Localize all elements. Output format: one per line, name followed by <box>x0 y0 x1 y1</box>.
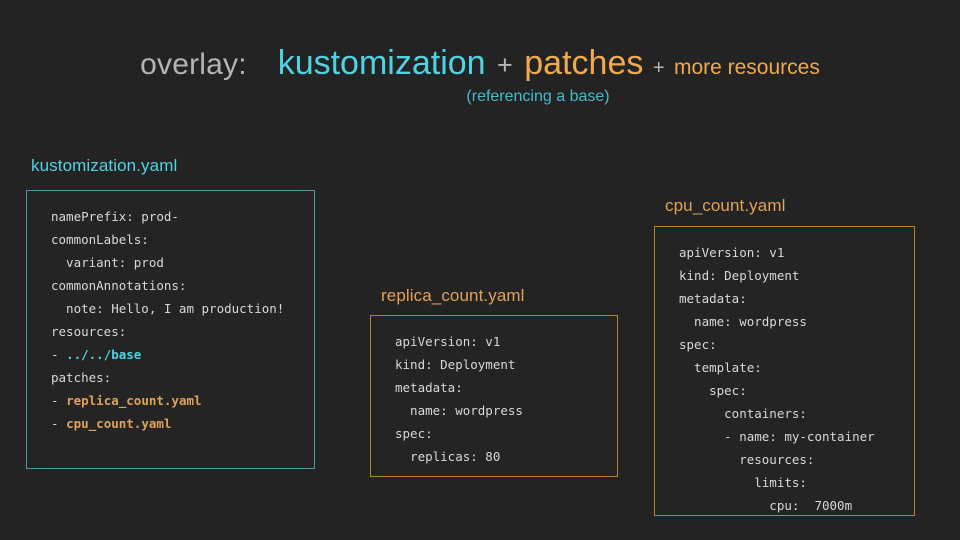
slide-heading: overlay: kustomization + patches + more … <box>0 46 960 106</box>
file-label-replica-count-yaml: replica_count.yaml <box>381 286 525 305</box>
code-token: kind: Deployment <box>679 268 800 283</box>
file-label-kustomization-yaml: kustomization.yaml <box>31 156 178 175</box>
code-token: spec: <box>679 337 717 352</box>
code-line: name: wordpress <box>679 310 898 333</box>
code-token: - <box>51 416 67 431</box>
code-line: limits: <box>679 471 898 494</box>
code-line: patches: <box>51 366 298 389</box>
code-line: metadata: <box>679 287 898 310</box>
heading-prefix: overlay: <box>140 48 247 81</box>
code-token: limits: <box>679 475 807 490</box>
code-token: ../../base <box>66 347 142 362</box>
heading-subtitle: (referencing a base) <box>466 88 610 105</box>
code-token: apiVersion: v1 <box>679 245 785 260</box>
code-line: spec: <box>679 379 898 402</box>
heading-plus-2: + <box>652 57 665 79</box>
code-line: spec: <box>679 333 898 356</box>
heading-term-patches: patches <box>524 44 644 82</box>
code-line: cpu: 7000m <box>679 494 898 517</box>
code-token: resources: <box>679 452 815 467</box>
code-token: metadata: <box>679 291 747 306</box>
code-line: - replica_count.yaml <box>51 389 298 412</box>
code-line: - cpu_count.yaml <box>51 412 298 435</box>
code-token: name: wordpress <box>679 314 807 329</box>
heading-term-kustomization: kustomization <box>277 44 486 82</box>
code-line: apiVersion: v1 <box>395 330 601 353</box>
code-line: - name: my-container <box>679 425 898 448</box>
code-line: - ../../base <box>51 343 298 366</box>
code-token: - <box>51 347 67 362</box>
code-line: note: Hello, I am production! <box>51 297 298 320</box>
code-token: resources: <box>51 324 127 339</box>
code-line: apiVersion: v1 <box>679 241 898 264</box>
code-token: name: wordpress <box>395 403 523 418</box>
code-line: variant: prod <box>51 251 298 274</box>
code-line: kind: Deployment <box>395 353 601 376</box>
heading-term-more-resources: more resources <box>673 56 820 79</box>
code-line: resources: <box>51 320 298 343</box>
file-label-cpu-count-yaml: cpu_count.yaml <box>665 196 786 215</box>
code-token: kind: Deployment <box>395 357 516 372</box>
code-line: commonAnnotations: <box>51 274 298 297</box>
code-token: patches: <box>51 370 112 385</box>
code-token: spec: <box>395 426 433 441</box>
code-box-kustomization-yaml: namePrefix: prod-commonLabels: variant: … <box>26 190 315 469</box>
code-line: name: wordpress <box>395 399 601 422</box>
code-token: template: <box>679 360 762 375</box>
code-token: cpu_count.yaml <box>66 416 172 431</box>
code-token: namePrefix: prod- <box>51 209 179 224</box>
code-line: replicas: 80 <box>395 445 601 468</box>
headline: overlay: kustomization + patches + more … <box>0 46 960 80</box>
code-line: containers: <box>679 402 898 425</box>
code-line: resources: <box>679 448 898 471</box>
code-token: metadata: <box>395 380 463 395</box>
code-token: - <box>51 393 67 408</box>
code-line: spec: <box>395 422 601 445</box>
code-token: note: Hello, I am production! <box>51 301 285 316</box>
code-token: replicas: 80 <box>395 449 501 464</box>
code-token: - name: my-container <box>679 429 875 444</box>
code-token: spec: <box>679 383 747 398</box>
code-line: commonLabels: <box>51 228 298 251</box>
code-line: metadata: <box>395 376 601 399</box>
code-line: kind: Deployment <box>679 264 898 287</box>
code-token: commonLabels: <box>51 232 149 247</box>
code-token: replica_count.yaml <box>66 393 202 408</box>
code-token: apiVersion: v1 <box>395 334 501 349</box>
code-line: template: <box>679 356 898 379</box>
code-token: cpu: 7000m <box>679 498 853 513</box>
heading-plus-1: + <box>497 50 513 80</box>
code-token: containers: <box>679 406 807 421</box>
code-line: namePrefix: prod- <box>51 205 298 228</box>
code-token: commonAnnotations: <box>51 278 187 293</box>
code-token: variant: prod <box>51 255 164 270</box>
